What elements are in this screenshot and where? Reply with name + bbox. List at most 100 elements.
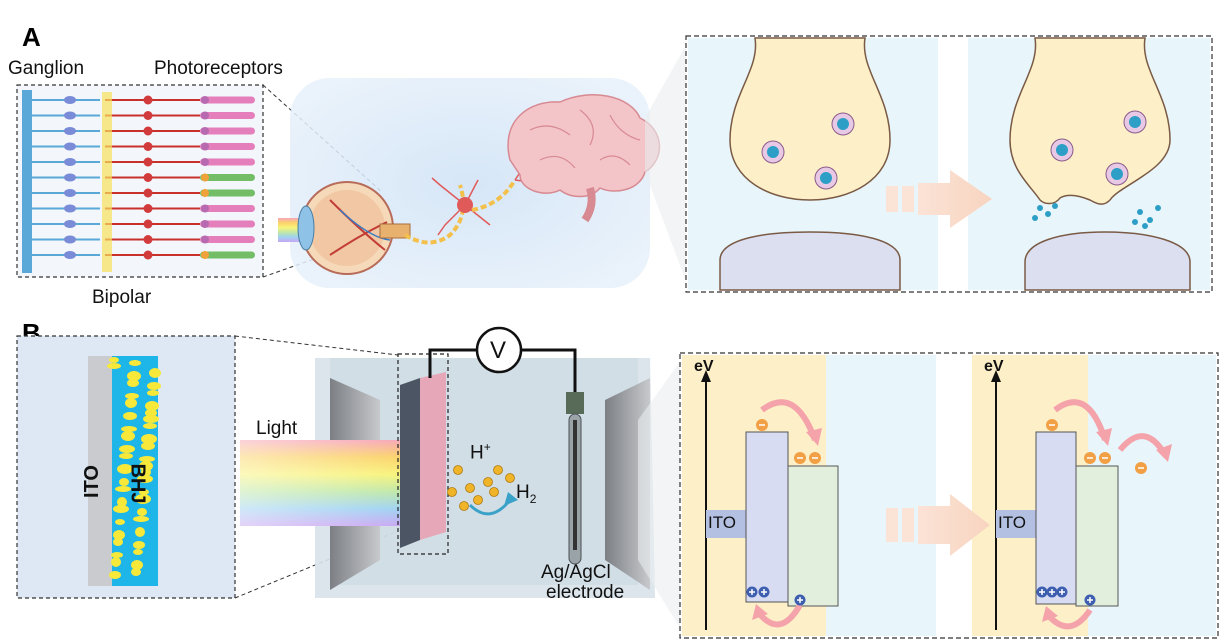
proton-particles: [447, 465, 515, 511]
energy-diagram-panel: [679, 352, 1219, 639]
retina-cell-row: [32, 126, 255, 136]
retina-cell-row: [32, 250, 255, 260]
bhj-donor-domain: [131, 560, 143, 570]
released-neurotransmitter: [1032, 215, 1038, 221]
charge-carriers: [746, 419, 1147, 606]
bhj-donor-domain: [127, 371, 141, 381]
bhj-donor-domain: [141, 434, 157, 444]
released-neurotransmitter: [1147, 217, 1153, 223]
released-neurotransmitter: [1045, 211, 1051, 217]
hole-symbol: [1036, 586, 1048, 598]
ito-energy-label-left: ITO: [708, 513, 737, 532]
vesicles: [761, 110, 1161, 229]
energy-axis-label-left: eV: [694, 358, 714, 375]
retina-cell-row: [32, 142, 255, 151]
bhj-donor-domain: [113, 538, 123, 546]
wire-right: [522, 348, 577, 392]
bhj-donor-domain: [133, 549, 143, 555]
bipolar-layer: [102, 92, 112, 272]
bhj-donor-domain: [113, 505, 129, 513]
proton-particle: [483, 477, 493, 487]
bhj-inset: [16, 335, 236, 599]
sample-device: [397, 353, 449, 555]
bhj-donor-domain: [139, 489, 149, 495]
released-neurotransmitter: [1137, 209, 1143, 215]
wire-left: [428, 348, 476, 378]
bhj-donor-domain: [135, 527, 145, 537]
released-neurotransmitter: [1052, 203, 1058, 209]
retina-inset: [16, 84, 264, 278]
bhj-donor-domain: [109, 571, 121, 579]
electron-symbol: [1099, 452, 1111, 464]
proton-particle: [493, 465, 503, 475]
bhj-donor-domain: [139, 456, 155, 462]
agagcl-electrode: [566, 392, 584, 565]
bhj-donor-domain: [121, 431, 135, 441]
hole-symbol: [1056, 586, 1068, 598]
retina-cell-row: [32, 204, 255, 213]
proton-particle: [473, 495, 483, 505]
bhj-donor-domain: [143, 415, 159, 423]
bipolar-label: Bipolar: [92, 287, 152, 308]
bhj-donor-domain: [111, 557, 121, 567]
bhj-donor-domain: [123, 412, 137, 420]
bhj-donor-domain: [137, 508, 147, 516]
retina-cell-row: [32, 188, 255, 198]
hole-symbol: [1046, 586, 1058, 598]
electron-symbol: [756, 419, 768, 431]
bhj-donor-domain: [135, 494, 151, 504]
electrode-label-line2: electrode: [546, 582, 625, 603]
hydrogen-subscript: 2: [529, 491, 537, 506]
bhj-donor-domain: [137, 475, 153, 483]
ganglion-label: Ganglion: [8, 58, 85, 79]
proton-charge: +: [483, 440, 491, 454]
retina-cell-row: [32, 235, 255, 244]
hole-symbol: [746, 586, 758, 598]
released-neurotransmitter: [1037, 205, 1043, 211]
bhj-donor-domain: [125, 393, 139, 399]
bhj-donor-domain: [141, 442, 155, 450]
bhj-donor-domain: [117, 464, 133, 474]
bhj-donor-domain: [107, 363, 121, 369]
hole-symbol: [758, 586, 770, 598]
bhj-donor-domain: [141, 467, 151, 477]
retina-cell-row: [32, 173, 255, 182]
electrode-label-line1: Ag/AgCl: [541, 562, 611, 583]
electron-symbol: [809, 452, 821, 464]
electron-symbol: [794, 452, 806, 464]
bhj-donor-domain: [121, 426, 137, 432]
bhj-donor-domain: [147, 382, 161, 390]
bhj-donor-domain: [113, 530, 125, 540]
proton-particle: [505, 473, 515, 483]
electron-symbol: [1135, 462, 1147, 474]
bhj-donor-domain: [143, 423, 157, 429]
electron-symbol: [1046, 419, 1058, 431]
retina-cell-row: [32, 111, 255, 120]
energy-axis-label-right: eV: [984, 358, 1004, 375]
released-neurotransmitter: [1132, 219, 1138, 225]
hole-symbol: [1084, 594, 1096, 606]
bhj-donor-domain: [133, 516, 149, 522]
retina-cell-row: [32, 157, 255, 167]
hydrogen-text: H: [516, 482, 530, 503]
synapse-panel: [685, 35, 1213, 293]
bhj-donor-domain: [145, 401, 159, 411]
released-neurotransmitter: [1155, 205, 1161, 211]
bhj-donor-domain: [147, 390, 159, 396]
bhj-donor-domain: [119, 445, 135, 453]
light-label: Light: [256, 418, 298, 439]
bhj-donor-domain: [125, 398, 137, 408]
released-neurotransmitter: [1142, 223, 1148, 229]
hole-symbol: [794, 594, 806, 606]
bhj-donor-domain: [119, 453, 133, 459]
bhj-donor-domain: [111, 552, 123, 558]
bhj-donor-domain: [115, 486, 131, 492]
bhj-donor-domain: [145, 409, 157, 417]
voltmeter: [475, 326, 523, 374]
panel-a-letter: A: [22, 22, 41, 52]
bhj-donor-domain: [127, 379, 139, 387]
bhj-donor-domain: [117, 497, 127, 507]
retina-cell-row: [32, 95, 255, 105]
proton-particle: [453, 465, 463, 475]
